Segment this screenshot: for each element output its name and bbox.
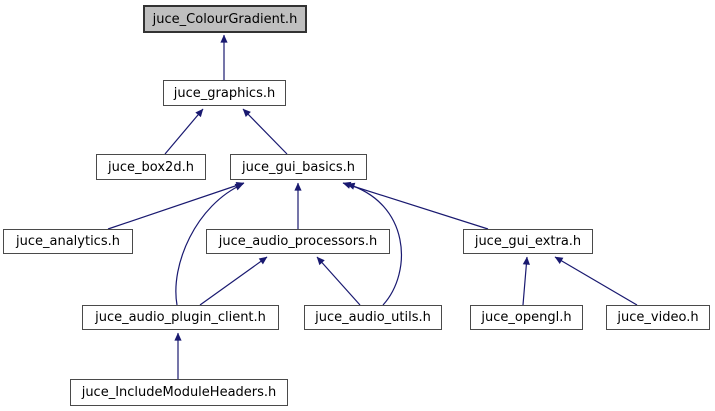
edge-group bbox=[107, 34, 638, 379]
node-juce_IncludeModuleHeaders[interactable]: juce_IncludeModuleHeaders.h bbox=[70, 379, 288, 406]
node-label: juce_IncludeModuleHeaders.h bbox=[81, 385, 277, 400]
edge-juce_analytics-to-juce_gui_basics bbox=[107, 182, 245, 230]
node-juce_gui_extra[interactable]: juce_gui_extra.h bbox=[463, 229, 593, 254]
node-label: juce_analytics.h bbox=[16, 234, 120, 249]
node-label: juce_opengl.h bbox=[481, 310, 572, 325]
edge-juce_opengl-to-juce_gui_extra bbox=[522, 256, 530, 306]
node-label: juce_gui_basics.h bbox=[242, 159, 355, 175]
node-label: juce_audio_plugin_client.h bbox=[95, 310, 266, 325]
node-label: juce_box2d.h bbox=[108, 159, 194, 175]
node-juce_ColourGradient: juce_ColourGradient.h bbox=[143, 5, 307, 33]
edge-juce_audio_utils-to-juce_audio_processors bbox=[316, 256, 361, 306]
node-label: juce_graphics.h bbox=[173, 85, 276, 101]
node-label: juce_ColourGradient.h bbox=[152, 11, 298, 27]
edge-juce_audio_utils-to-juce_gui_basics bbox=[346, 182, 402, 306]
node-juce_box2d[interactable]: juce_box2d.h bbox=[96, 154, 206, 180]
edge-juce_audio_plugin_client-to-juce_audio_processors bbox=[199, 256, 268, 306]
edge-juce_gui_basics-to-juce_graphics bbox=[242, 108, 288, 155]
edge-juce_gui_extra-to-juce_gui_basics bbox=[342, 181, 489, 230]
node-label: juce_gui_extra.h bbox=[474, 234, 582, 249]
edge-juce_box2d-to-juce_graphics bbox=[164, 108, 204, 155]
node-juce_graphics[interactable]: juce_graphics.h bbox=[163, 80, 286, 106]
node-juce_analytics[interactable]: juce_analytics.h bbox=[3, 229, 133, 254]
edge-juce_audio_plugin_client-to-juce_gui_basics bbox=[175, 183, 244, 306]
node-label: juce_audio_processors.h bbox=[218, 234, 378, 249]
node-juce_gui_basics[interactable]: juce_gui_basics.h bbox=[230, 154, 367, 180]
node-label: juce_audio_utils.h bbox=[315, 310, 431, 325]
node-juce_opengl[interactable]: juce_opengl.h bbox=[470, 305, 583, 330]
node-juce_audio_processors[interactable]: juce_audio_processors.h bbox=[206, 229, 390, 254]
node-juce_audio_utils[interactable]: juce_audio_utils.h bbox=[304, 305, 442, 330]
node-juce_video[interactable]: juce_video.h bbox=[606, 305, 710, 330]
node-label: juce_video.h bbox=[617, 310, 699, 325]
node-juce_audio_plugin_client[interactable]: juce_audio_plugin_client.h bbox=[82, 305, 279, 330]
edge-juce_video-to-juce_gui_extra bbox=[554, 256, 638, 306]
